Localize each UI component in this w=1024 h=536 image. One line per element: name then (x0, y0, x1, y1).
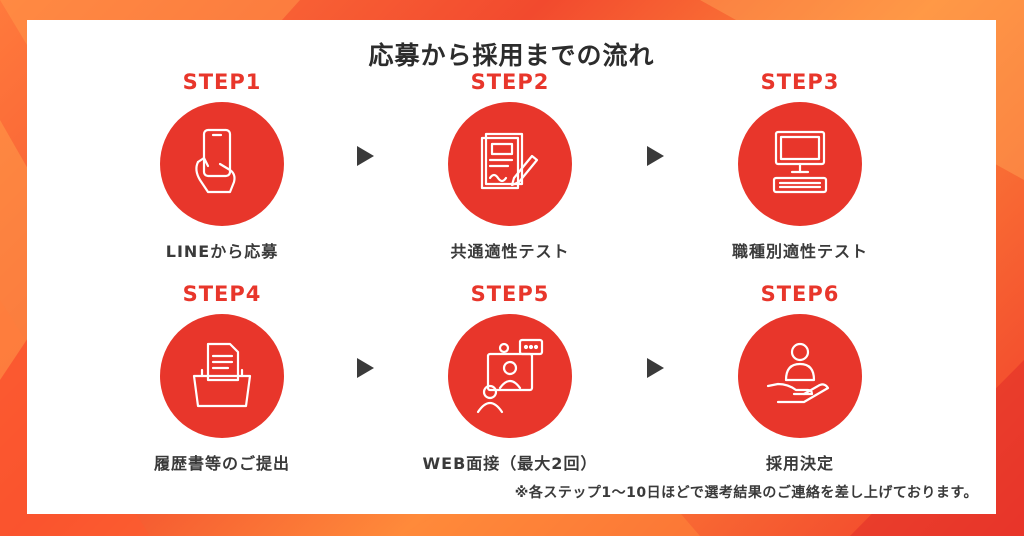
step-circle (160, 314, 284, 438)
footnote: ※各ステップ1〜10日ほどで選考結果のご連絡を差し上げております。 (514, 485, 978, 501)
smartphone-hand-icon (195, 128, 236, 194)
step-3: STEP3 職種別適性テスト (690, 68, 910, 262)
page-title: 応募から採用までの流れ (368, 41, 655, 70)
person-hand-icon (766, 342, 830, 404)
step-circle (738, 102, 862, 226)
step-name: WEB面接（最大2回） (422, 454, 598, 473)
computer-keyboard-icon (772, 130, 828, 194)
step-1: STEP1 LINEから応募 (112, 68, 332, 262)
step-circle (448, 102, 572, 226)
step-6: STEP6 採用決定 (690, 280, 910, 474)
step-label: STEP2 (470, 70, 550, 94)
document-pen-icon (480, 132, 539, 190)
step-name: LINEから応募 (165, 242, 279, 261)
step-label: STEP6 (760, 282, 840, 306)
step-5: STEP5 WEB面接（最大2回） (400, 280, 620, 474)
step-circle (160, 102, 284, 226)
step-4: STEP4 履歴書等のご提出 (112, 280, 332, 474)
step-2: STEP2 共通適性テスト (400, 68, 620, 262)
step-name: 職種別適性テスト (731, 242, 868, 261)
video-interview-icon (476, 338, 544, 414)
step-circle (738, 314, 862, 438)
step-name: 共通適性テスト (450, 242, 570, 261)
step-name: 履歴書等のご提出 (153, 454, 290, 473)
folder-document-icon (192, 342, 252, 408)
step-label: STEP4 (182, 282, 262, 306)
step-label: STEP3 (760, 70, 840, 94)
arrow-right-icon (647, 146, 664, 166)
arrow-right-icon (357, 358, 374, 378)
step-label: STEP5 (470, 282, 550, 306)
arrow-right-icon (357, 146, 374, 166)
flow-card: 応募から採用までの流れ STEP1 LINEから応募 STEP2 (27, 20, 996, 514)
step-circle (448, 314, 572, 438)
step-label: STEP1 (182, 70, 262, 94)
step-name: 採用決定 (765, 454, 834, 473)
arrow-right-icon (647, 358, 664, 378)
